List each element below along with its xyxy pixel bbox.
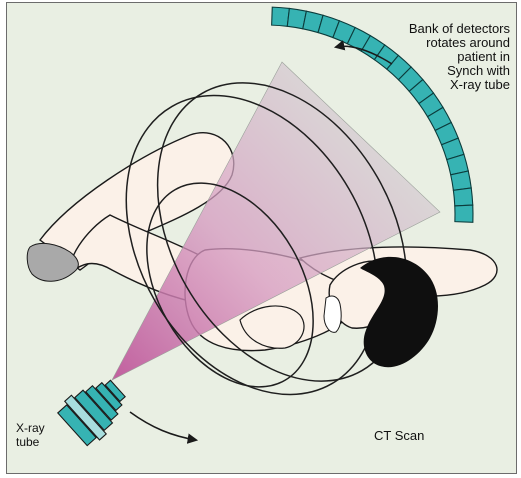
detectors-caption-line: Bank of detectors [409, 22, 510, 36]
tube-caption-line: tube [16, 435, 45, 449]
tube-caption-line: X-ray [16, 421, 45, 435]
xray-tube [55, 369, 135, 448]
detectors-caption-line: Synch with [409, 64, 510, 78]
detectors-caption-line: X-ray tube [409, 78, 510, 92]
patient-head [324, 257, 438, 367]
ct-scan-caption: CT Scan [374, 429, 424, 443]
detectors-caption-line: rotates around [409, 36, 510, 50]
detector-cell [451, 171, 472, 190]
tube-caption: X-ray tube [16, 421, 45, 449]
detectors-caption: Bank of detectors rotates around patient… [409, 22, 510, 92]
gown-collar [324, 296, 341, 332]
rotation-arrow-bottom [130, 412, 196, 440]
detector-cell [455, 205, 473, 222]
detector-cell [453, 188, 472, 206]
detector-cell [272, 7, 290, 26]
detectors-caption-line: patient in [409, 50, 510, 64]
